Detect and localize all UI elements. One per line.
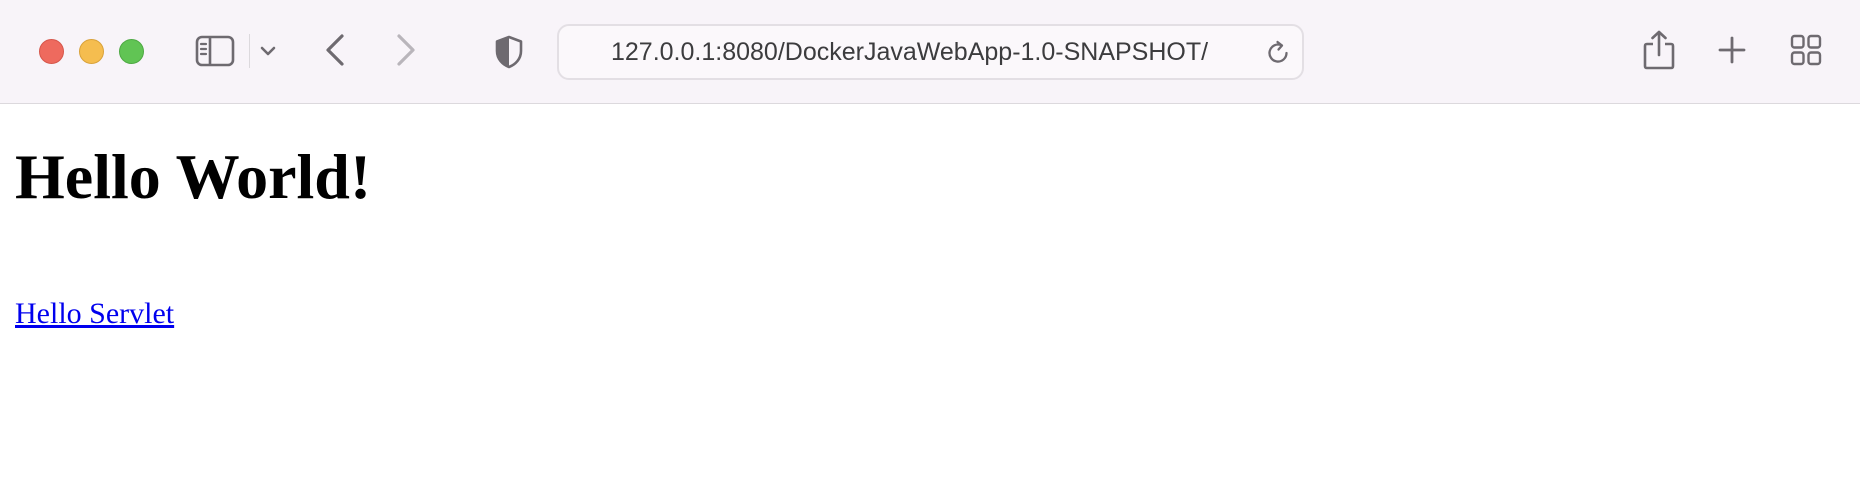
grid-icon — [1790, 34, 1822, 66]
toolbar-divider — [249, 34, 250, 68]
close-window-button[interactable] — [39, 39, 64, 64]
reload-icon — [1268, 40, 1288, 63]
reload-button[interactable] — [1263, 38, 1293, 68]
back-button[interactable] — [318, 30, 352, 70]
chevron-down-icon — [260, 46, 276, 56]
new-tab-button[interactable] — [1715, 33, 1749, 67]
chevron-left-icon — [326, 34, 344, 66]
hello-servlet-link[interactable]: Hello Servlet — [15, 297, 175, 330]
plus-icon — [1718, 36, 1746, 64]
minimize-window-button[interactable] — [79, 39, 104, 64]
page-heading: Hello World! — [15, 141, 372, 212]
chevron-right-icon — [397, 34, 415, 66]
privacy-report-button[interactable] — [492, 32, 526, 72]
sidebar-toggle-button[interactable] — [193, 32, 237, 70]
shield-icon — [495, 35, 523, 69]
tab-overview-button[interactable] — [1789, 33, 1823, 67]
maximize-window-button[interactable] — [119, 39, 144, 64]
address-bar[interactable]: 127.0.0.1:8080/DockerJavaWebApp-1.0-SNAP… — [557, 24, 1304, 80]
share-icon — [1643, 30, 1675, 70]
sidebar-menu-button[interactable] — [257, 40, 279, 62]
share-button[interactable] — [1640, 28, 1678, 72]
sidebar-icon — [195, 35, 235, 67]
browser-toolbar: 127.0.0.1:8080/DockerJavaWebApp-1.0-SNAP… — [0, 0, 1860, 104]
url-text: 127.0.0.1:8080/DockerJavaWebApp-1.0-SNAP… — [611, 38, 1209, 66]
web-page-content: Hello World! Hello Servlet — [0, 105, 1860, 488]
forward-button[interactable] — [389, 30, 423, 70]
